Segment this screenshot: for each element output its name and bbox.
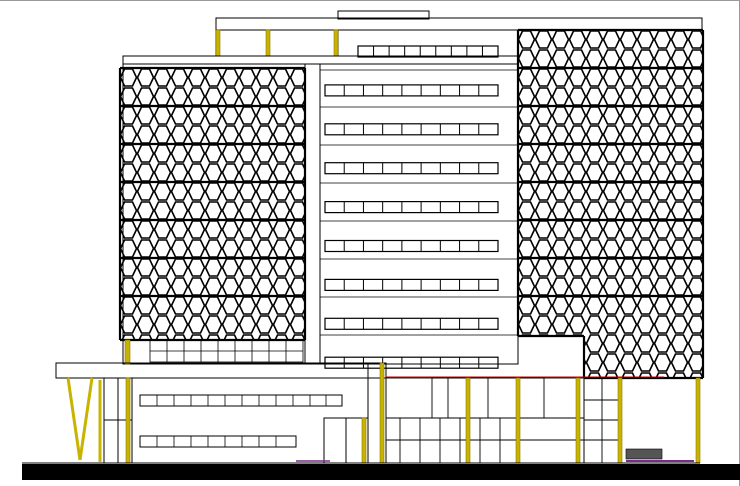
canopy-struts	[66, 377, 102, 462]
central-window-bands	[324, 45, 499, 369]
window-band-frame	[324, 123, 499, 136]
podium-window-mullions	[156, 395, 327, 447]
window-band	[324, 123, 499, 136]
right-hex-facade	[516, 28, 705, 380]
podium	[55, 362, 387, 464]
window-band	[357, 45, 499, 58]
window-band	[324, 239, 499, 253]
window-band	[324, 162, 499, 175]
window-band-frame	[324, 278, 499, 291]
right-podium-glazing	[385, 377, 621, 464]
podium-columns	[125, 362, 385, 464]
left-corner-column	[124, 339, 131, 365]
window-band	[324, 201, 499, 214]
window-band-frame	[324, 239, 499, 253]
window-band-frame	[357, 45, 499, 58]
ground-slab	[22, 464, 740, 480]
window-band-frame	[324, 317, 499, 330]
window-band-frame	[324, 201, 499, 214]
central-floor-lines	[320, 69, 518, 336]
window-band-frame	[324, 162, 499, 175]
roof-columns	[215, 29, 339, 57]
window-band	[324, 84, 499, 97]
window-band-frame	[324, 84, 499, 97]
right-podium-columns	[465, 377, 701, 464]
window-band	[324, 278, 499, 291]
left-hex-facade	[118, 66, 307, 342]
ground-details	[296, 448, 694, 462]
window-band	[324, 317, 499, 330]
left-lower-glazing	[149, 339, 304, 363]
